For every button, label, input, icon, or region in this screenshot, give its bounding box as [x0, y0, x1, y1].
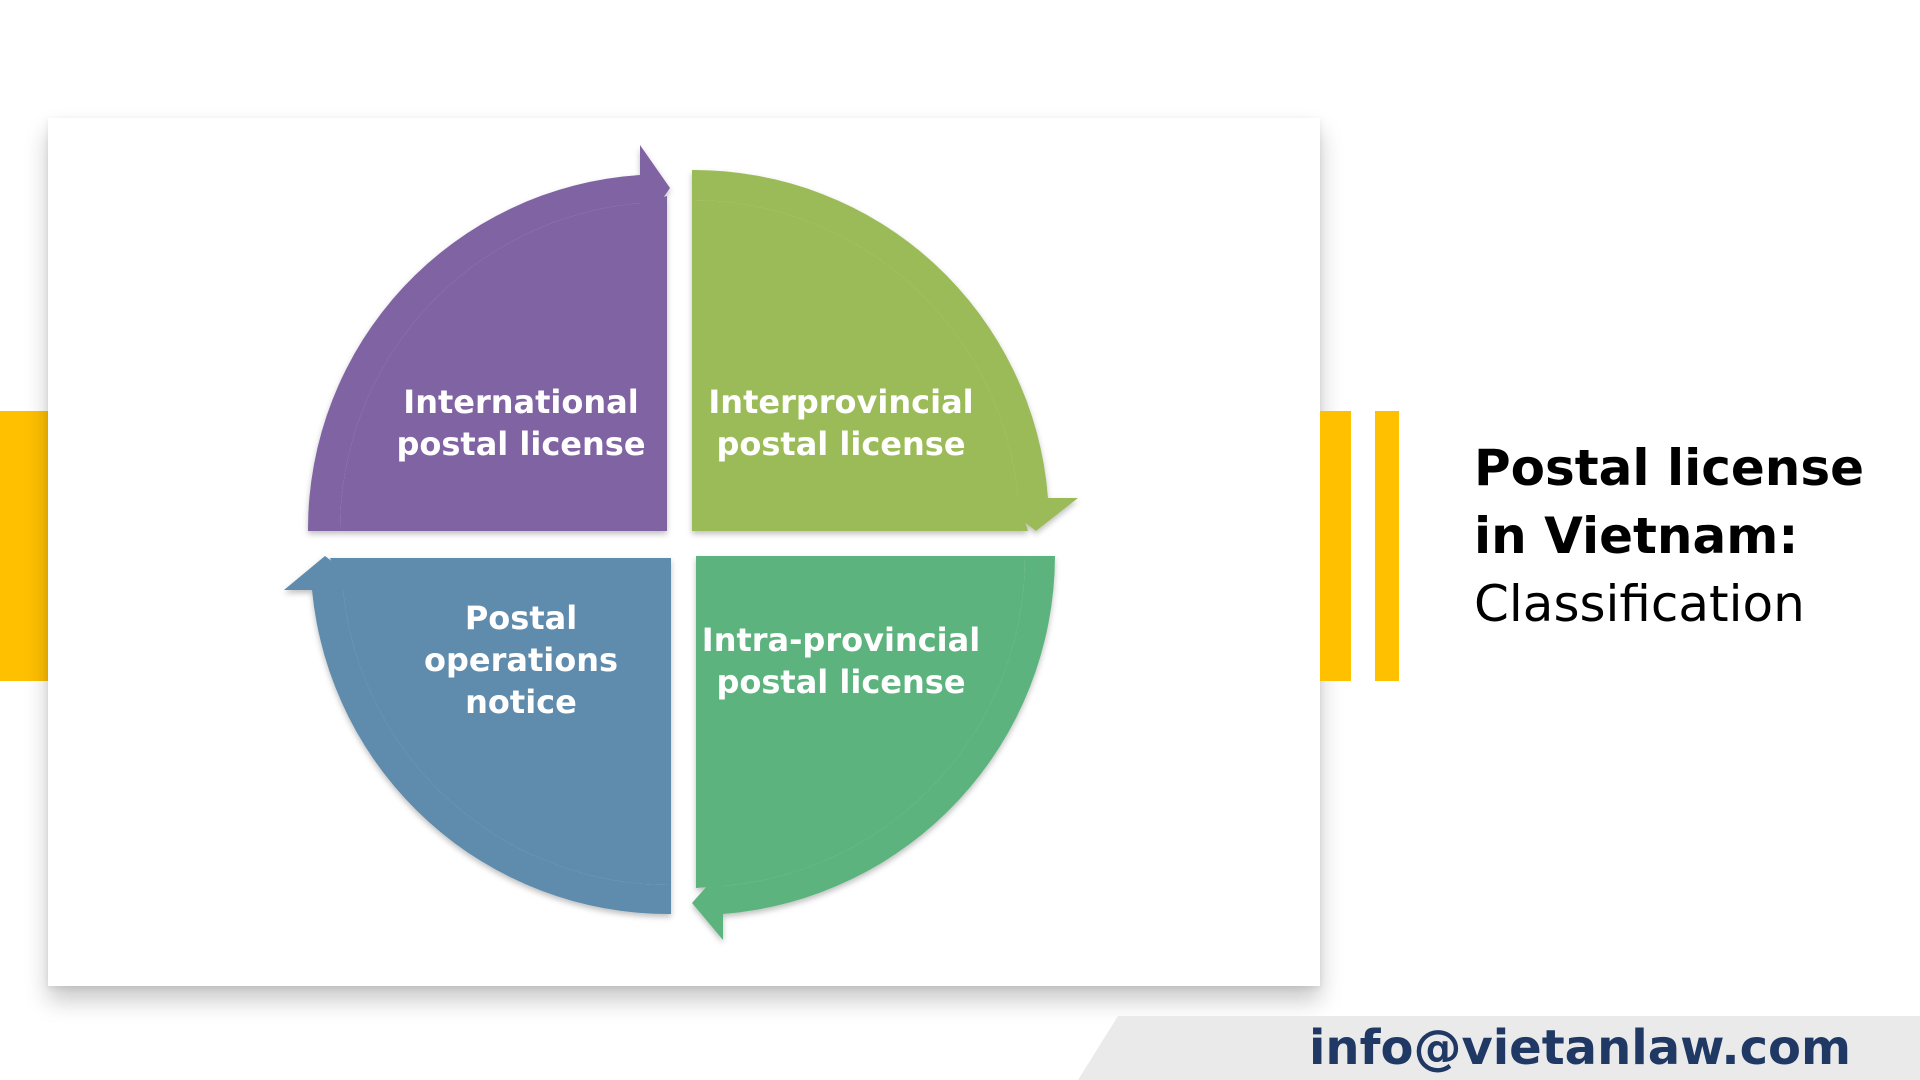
accent-bar-left: [0, 411, 48, 681]
diagram-card: [48, 118, 1320, 986]
heading-subtitle: Classification: [1474, 575, 1805, 633]
heading-title: Postal license in Vietnam:: [1474, 439, 1865, 565]
quadrant-postal-operations: [284, 556, 671, 915]
label-postal-operations: Postal operations notice: [423, 599, 619, 721]
quadrant-interprovincial: [692, 169, 1078, 532]
accent-bar-right-2: [1375, 411, 1399, 681]
quadrant-intra-provincial: [692, 556, 1055, 940]
page-heading: Postal license in Vietnam: Classificatio…: [1474, 434, 1894, 638]
label-interprovincial: Interprovincial postal license: [708, 383, 974, 463]
label-international: International postal license: [396, 383, 646, 463]
label-intra-provincial: Intra-provincial postal license: [701, 621, 981, 701]
contact-email[interactable]: info@vietanlaw.com: [1308, 1020, 1852, 1076]
accent-bar-right-1: [1320, 411, 1351, 681]
quadrant-international: [307, 145, 670, 531]
